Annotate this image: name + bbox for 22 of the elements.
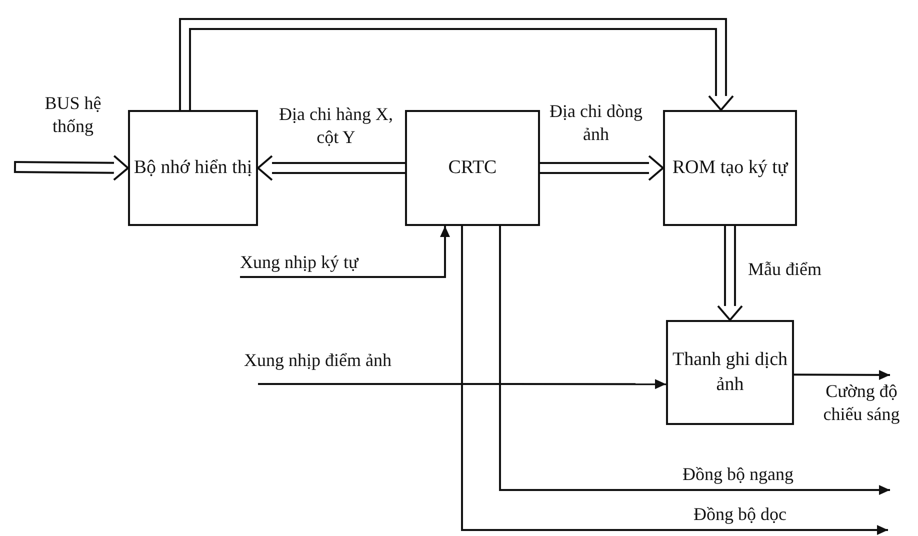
arrow bbox=[794, 370, 890, 380]
arrow bbox=[258, 379, 666, 390]
box-label: CRTC bbox=[448, 156, 497, 180]
edge-label: Cường độ chiếu sáng bbox=[822, 380, 901, 425]
arrow bbox=[499, 226, 890, 495]
box-label: Thanh ghi dịch ảnh bbox=[671, 348, 789, 396]
edge-label: Đồng bộ dọc bbox=[692, 503, 788, 526]
box-label: ROM tạo ký tự bbox=[672, 156, 788, 180]
edge-label: Địa chi hàng X, cột Y bbox=[278, 103, 394, 148]
arrow bbox=[240, 226, 450, 278]
edge-label: Đồng bộ ngang bbox=[682, 463, 794, 486]
arrow bbox=[461, 226, 888, 535]
edge-label: BUS hệ thống bbox=[44, 92, 102, 137]
process-box bbox=[405, 110, 540, 226]
box-label: Bộ nhớ hiển thị bbox=[134, 156, 252, 180]
edge-label: Xung nhịp ký tự bbox=[240, 251, 360, 274]
process-box bbox=[663, 110, 797, 226]
process-box bbox=[128, 110, 258, 226]
edge-label: Mẫu điểm bbox=[748, 258, 822, 280]
edge-label: Địa chi dòng ảnh bbox=[548, 100, 644, 145]
process-box bbox=[666, 320, 794, 425]
edge-label: Xung nhịp điểm ảnh bbox=[244, 349, 392, 372]
